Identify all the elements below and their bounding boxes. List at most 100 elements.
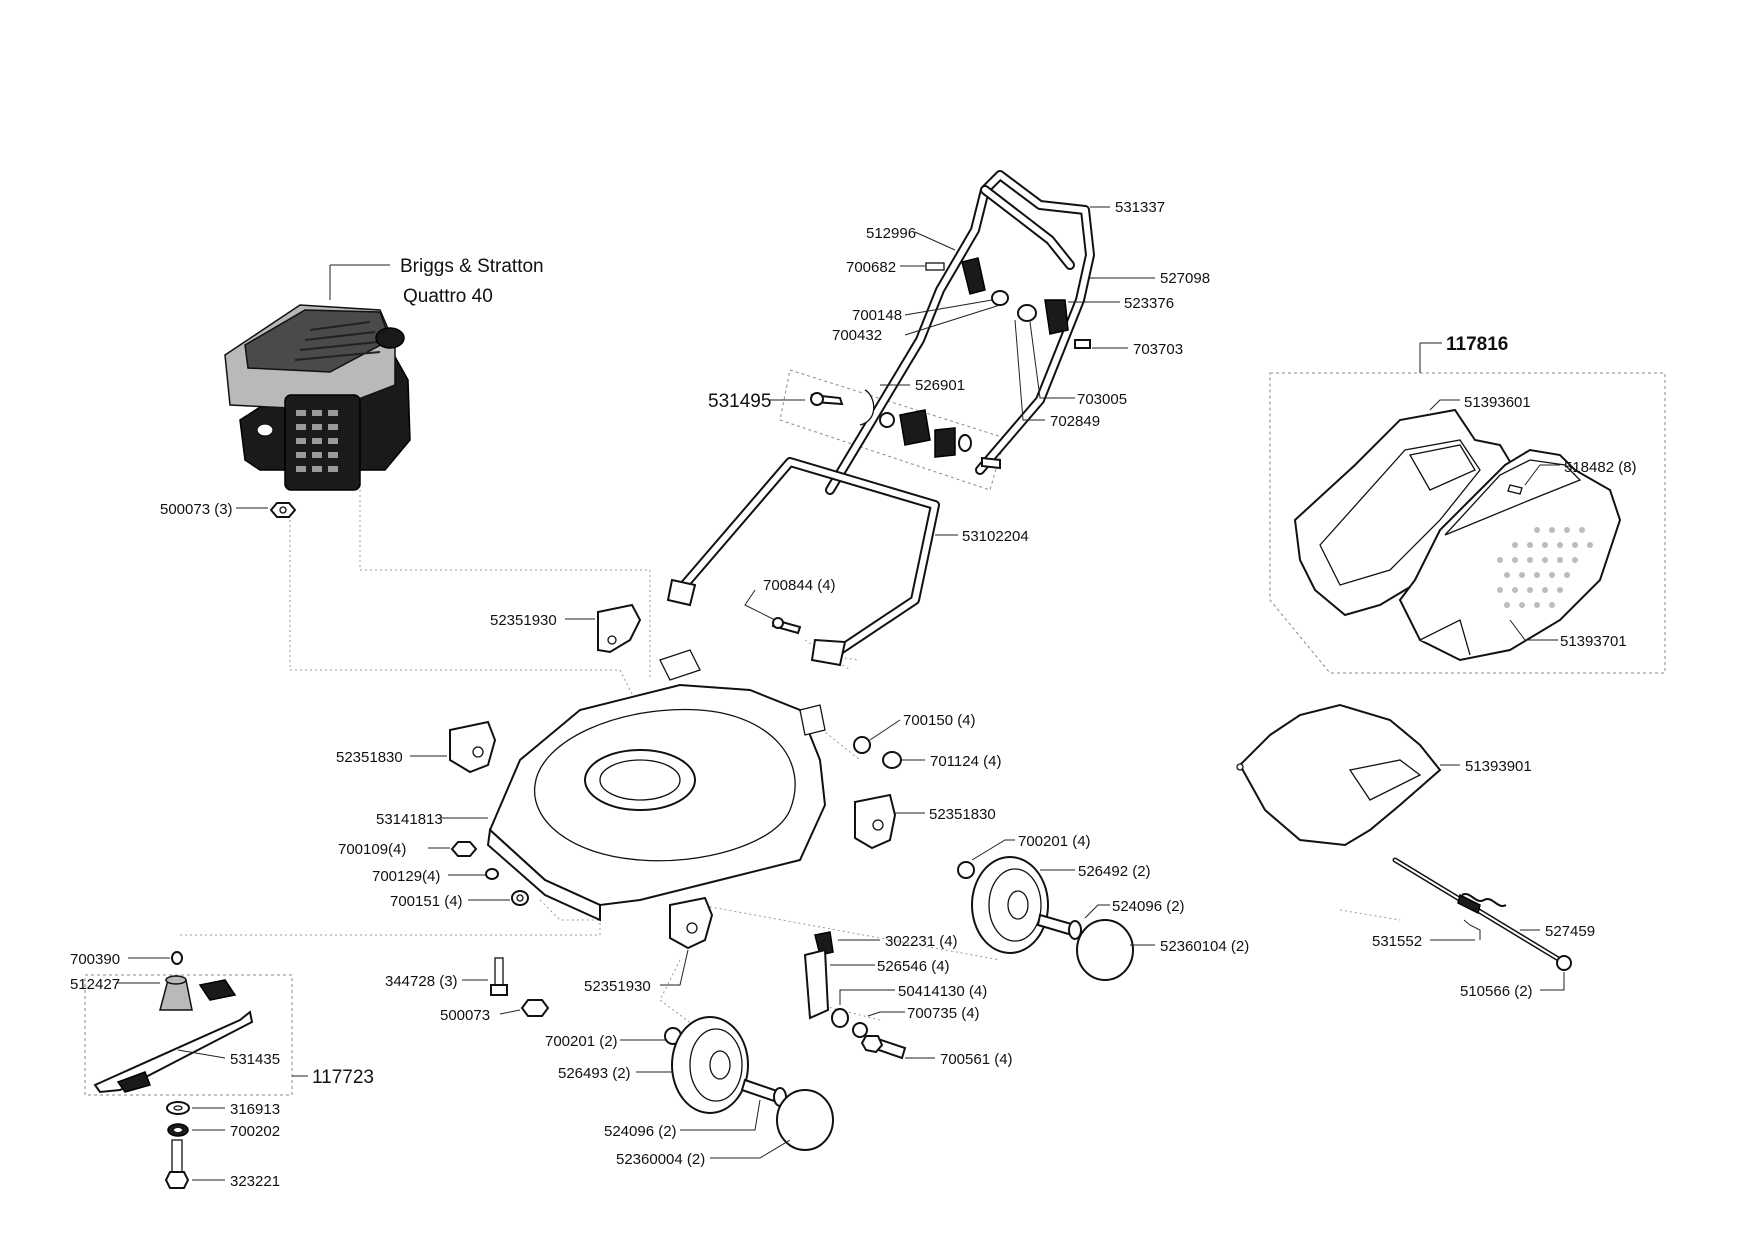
axle-bolt-524096-b (740, 1078, 787, 1107)
label-52360104: 52360104 (2) (1160, 938, 1249, 955)
label-117723: 117723 (312, 1067, 374, 1088)
wheel-526492 (971, 856, 1049, 954)
washer-316913 (166, 1101, 190, 1115)
label-700432: 700432 (832, 327, 882, 344)
washer-700129 (485, 868, 499, 880)
label-524096-b: 524096 (2) (604, 1123, 677, 1140)
lever-302231 (814, 931, 834, 956)
upper-handle (825, 170, 1095, 495)
engine-cooling-fins (294, 321, 381, 361)
label-527459: 527459 (1545, 923, 1595, 940)
washer-703005 (1017, 304, 1037, 322)
bracket-52351830-right (854, 793, 897, 850)
label-53102204: 53102204 (962, 528, 1029, 545)
label-117816: 117816 (1446, 334, 1508, 355)
label-700735: 700735 (4) (907, 1005, 980, 1022)
label-702849: 702849 (1050, 413, 1100, 430)
knob-523376 (1044, 299, 1069, 335)
rear-flap-51393901 (1236, 703, 1442, 847)
label-526546: 526546 (4) (877, 958, 950, 975)
label-531337: 531337 (1115, 199, 1165, 216)
hubcap-52360104 (1076, 919, 1134, 981)
label-512996: 512996 (866, 225, 916, 242)
hubcap-52360004 (776, 1089, 834, 1151)
label-51393701: 51393701 (1560, 633, 1627, 650)
bag-mesh-dots (1497, 527, 1593, 608)
engine-name-label: Briggs & Stratton (400, 256, 544, 277)
nut-700148 (991, 290, 1009, 306)
label-500073-3: 500073 (3) (160, 501, 233, 518)
label-518482: 518482 (8) (1564, 459, 1637, 476)
label-523376: 523376 (1124, 295, 1174, 312)
washer-700202 (167, 1123, 189, 1137)
label-524096-a: 524096 (2) (1112, 898, 1185, 915)
catcher-bag-51393701 (1398, 448, 1622, 662)
mower-deck (486, 649, 827, 922)
spring-531552 (1461, 892, 1507, 908)
label-500073: 500073 (440, 1007, 490, 1024)
label-700129: 700129(4) (372, 868, 440, 885)
label-526901: 526901 (915, 377, 965, 394)
bracket-52351930-top (597, 603, 642, 654)
lower-handle (666, 457, 940, 667)
label-700390: 700390 (70, 951, 120, 968)
label-510566: 510566 (2) (1460, 983, 1533, 1000)
label-50414130: 50414130 (4) (898, 983, 987, 1000)
label-531552: 531552 (1372, 933, 1422, 950)
bolt-700561 (860, 1035, 907, 1060)
bolt-703703 (1074, 339, 1091, 349)
rod-527459 (1392, 857, 1563, 963)
label-344728: 344728 (3) (385, 973, 458, 990)
washer-700151 (511, 890, 529, 906)
label-700561: 700561 (4) (940, 1051, 1013, 1068)
label-700109: 700109(4) (338, 841, 406, 858)
bolt-323221 (164, 1139, 190, 1189)
wheel-526493 (671, 1016, 749, 1114)
adapter-512427 (159, 975, 193, 1011)
label-51393901: 51393901 (1465, 758, 1532, 775)
label-323221: 323221 (230, 1173, 280, 1190)
adjuster-526546 (803, 948, 830, 1020)
washer-700150 (853, 736, 871, 754)
label-703703: 703703 (1133, 341, 1183, 358)
label-700202: 700202 (230, 1123, 280, 1140)
label-512427: 512427 (70, 976, 120, 993)
handle-lock-kit-parts (810, 389, 1001, 470)
label-700150: 700150 (4) (903, 712, 976, 729)
axle-bolt-524096-a (1036, 913, 1082, 940)
label-316913: 316913 (230, 1101, 280, 1118)
nut-500073-3 (269, 502, 297, 518)
label-52351830-left: 52351830 (336, 749, 403, 766)
label-526492: 526492 (2) (1078, 863, 1151, 880)
spring-50414130 (831, 1008, 849, 1028)
label-703005: 703005 (1077, 391, 1127, 408)
label-52360004: 52360004 (2) (616, 1151, 705, 1168)
nut-701124 (882, 751, 902, 769)
cable-clip-512996 (961, 257, 986, 295)
screw-700682 (925, 262, 945, 271)
bolt-700844 (771, 617, 802, 635)
bracket-52351830-left (449, 720, 497, 774)
engine-model-label: Quattro 40 (403, 286, 493, 307)
screw-518482 (1507, 484, 1523, 495)
washer-700201-a (957, 861, 975, 879)
label-51393601: 51393601 (1464, 394, 1531, 411)
label-700148: 700148 (852, 307, 902, 324)
label-531435: 531435 (230, 1051, 280, 1068)
label-52351930-top: 52351930 (490, 612, 557, 629)
label-526493: 526493 (2) (558, 1065, 631, 1082)
engine-vent-grille (296, 410, 338, 472)
blade-531435 (93, 979, 254, 1094)
engine-illustration (224, 304, 411, 491)
label-700201-a: 700201 (4) (1018, 833, 1091, 850)
label-700151: 700151 (4) (390, 893, 463, 910)
bracket-52351930-bottom (669, 896, 714, 950)
label-701124: 701124 (4) (930, 753, 1001, 770)
nut-700109 (450, 841, 478, 857)
label-700682: 700682 (846, 259, 896, 276)
nut-500073 (520, 999, 550, 1017)
label-302231: 302231 (4) (885, 933, 958, 950)
label-52351830-right: 52351830 (929, 806, 996, 823)
